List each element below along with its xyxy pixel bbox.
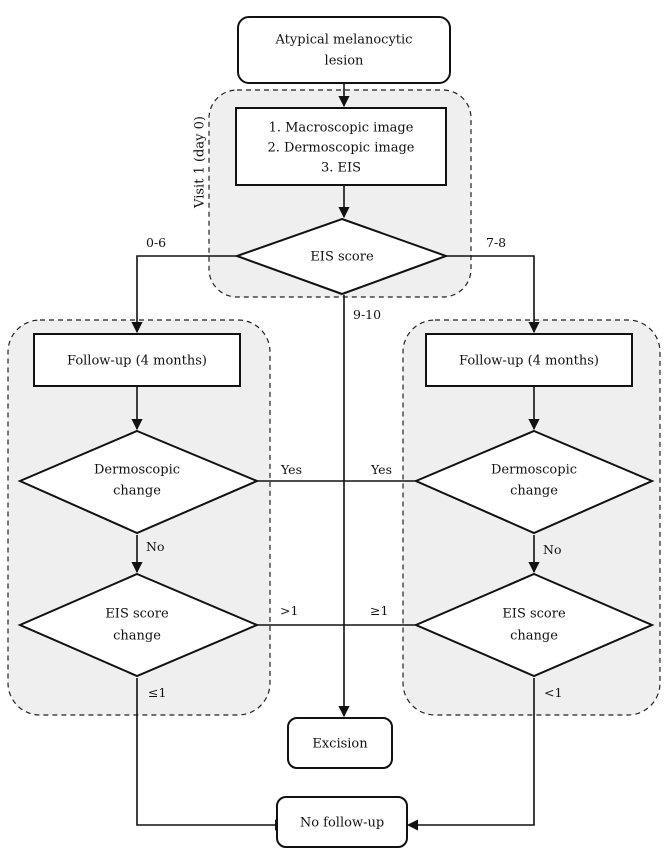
edge-label-ge1-right: ≥1: [370, 603, 388, 618]
excision-label: Excision: [312, 737, 368, 752]
visit-step-3: 3. EIS: [321, 161, 361, 176]
edge-label-high: 9-10: [353, 307, 381, 322]
eis-change-left-line2: change: [113, 629, 161, 644]
eis-score-decision: EIS score: [234, 217, 449, 296]
eis-change-right-line2: change: [510, 629, 558, 644]
edge-eis-right-lt1: [406, 678, 535, 831]
no-followup-node: No follow-up: [276, 796, 408, 848]
derm-change-left-line1: Dermoscopic: [94, 463, 180, 478]
visit-step-2: 2. Dermoscopic image: [268, 141, 415, 156]
edge-label-mid: 7-8: [486, 235, 506, 250]
edge-label-yes-right: Yes: [370, 462, 392, 477]
eis-change-left-decision: EIS score change: [17, 572, 260, 678]
eis-change-right-line1: EIS score: [502, 607, 566, 622]
followup-right-label: Follow-up (4 months): [459, 354, 599, 369]
start-node: Atypical melanocytic lesion: [237, 16, 451, 84]
edge-eis-left-le1: [136, 678, 287, 831]
edge-label-le1-left: ≤1: [148, 685, 166, 700]
derm-change-right-decision: Dermoscopic change: [413, 429, 655, 535]
edge-label-low: 0-6: [146, 235, 166, 250]
edge-label-gt1-left: >1: [280, 603, 298, 618]
followup-left-box: Follow-up (4 months): [33, 333, 241, 387]
start-label-line1: Atypical melanocytic: [275, 33, 413, 48]
edge-score-low: [131, 255, 237, 334]
eis-score-label: EIS score: [310, 250, 374, 265]
no-followup-label: No follow-up: [300, 816, 384, 831]
eis-change-right-decision: EIS score change: [413, 572, 655, 678]
followup-left-label: Follow-up (4 months): [67, 354, 207, 369]
derm-change-right-line1: Dermoscopic: [491, 463, 577, 478]
derm-change-right-line2: change: [510, 484, 558, 499]
visit-steps-box: 1. Macroscopic image 2. Dermoscopic imag…: [235, 107, 447, 186]
eis-change-left-line1: EIS score: [105, 607, 169, 622]
edge-label-lt1-right: <1: [544, 685, 562, 700]
start-label-line2: lesion: [325, 54, 365, 69]
derm-change-left-decision: Dermoscopic change: [17, 429, 260, 535]
edge-score-mid: [446, 255, 540, 334]
followup-right-box: Follow-up (4 months): [425, 333, 633, 387]
edge-label-no-right: No: [543, 542, 561, 557]
edge-label-yes-left: Yes: [280, 462, 302, 477]
visit-step-1: 1. Macroscopic image: [269, 121, 414, 136]
visit1-label: Visit 1 (day 0): [193, 116, 208, 209]
edge-label-no-left: No: [146, 539, 164, 554]
derm-change-left-line2: change: [113, 484, 161, 499]
excision-node: Excision: [287, 717, 393, 769]
